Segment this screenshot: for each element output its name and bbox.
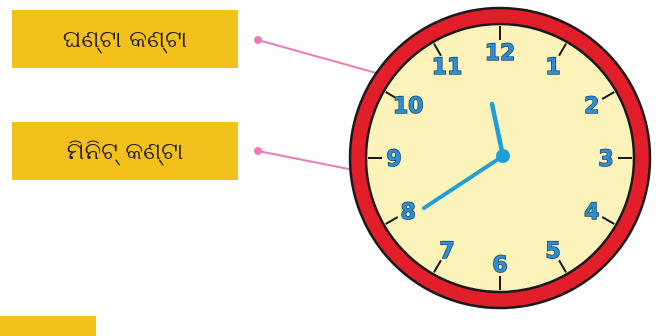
clock-number-10: 10 (393, 94, 424, 119)
clock-number-12: 12 (485, 41, 516, 66)
clock-number-6: 6 (492, 253, 507, 278)
clock-number-7: 7 (439, 239, 454, 264)
clock-number-11: 11 (432, 55, 463, 80)
minute-pointer-dot (254, 147, 262, 155)
clock-number-2: 2 (584, 94, 599, 119)
hour-pointer-dot (254, 36, 262, 44)
clock-number-9: 9 (386, 147, 401, 172)
clock-number-1: 1 (545, 55, 560, 80)
clock-number-3: 3 (598, 147, 613, 172)
clock-center (496, 149, 510, 163)
clock-number-4: 4 (584, 200, 599, 225)
rim-highlight-dot (433, 15, 439, 21)
clock-number-5: 5 (545, 239, 560, 264)
clock-number-8: 8 (401, 200, 416, 225)
